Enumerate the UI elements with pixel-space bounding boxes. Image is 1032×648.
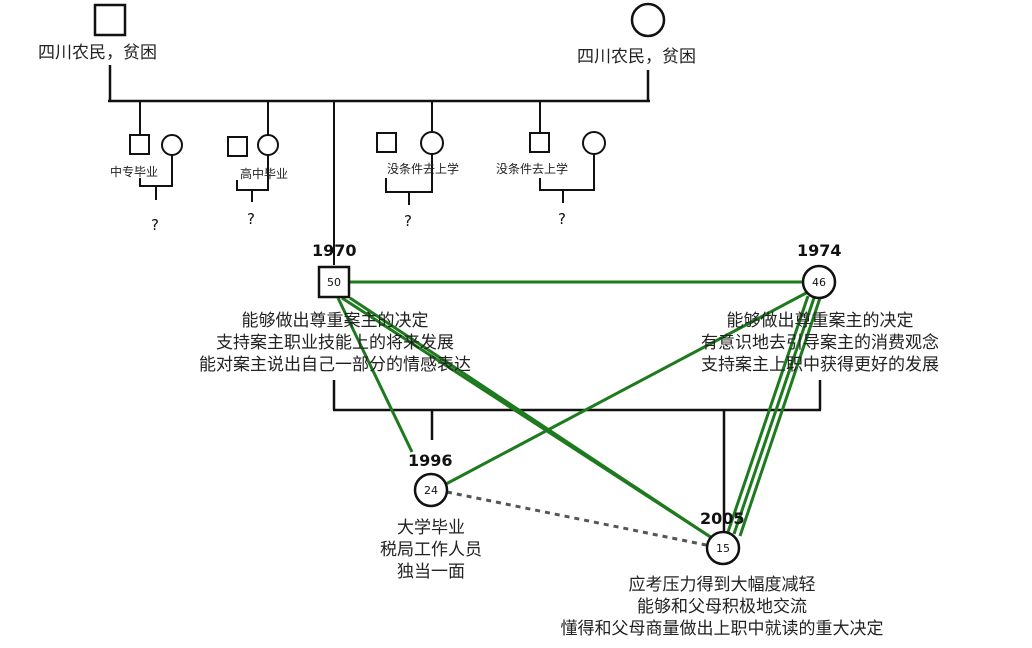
father-note-1: 能够做出尊重案主的决定 (241, 311, 429, 331)
child2-note-1: 应考压力得到大幅度减轻 (628, 575, 816, 595)
sibling3-square (376, 132, 397, 153)
child1-birth-year: 1996 (408, 451, 453, 470)
child2-note-2: 能够和父母积极地交流 (637, 597, 807, 617)
sibling4-spouse-circle (582, 131, 606, 155)
rel-mother-child2-b (732, 297, 816, 535)
grandmother-circle (630, 2, 666, 38)
mother-note-2: 有意识地去引导案主的消费观念 (701, 333, 939, 353)
mother-circle (801, 264, 837, 300)
rel-child1-child2-distant (446, 490, 707, 547)
child2-circle (705, 530, 741, 566)
child1-circle (413, 472, 449, 508)
child2-note-3: 懂得和父母商量做出上职中就读的重大决定 (560, 619, 884, 639)
sibling1-spouse-circle (161, 134, 183, 156)
sibling4-label: 没条件去上学 (496, 162, 569, 176)
sibling3-child-unknown: ? (404, 212, 412, 230)
child2-age: 15 (716, 542, 730, 555)
grandmother-label: 四川农民，贫困 (577, 47, 696, 67)
mother-age: 46 (812, 276, 826, 289)
rel-mother-child2-a (726, 295, 810, 533)
sibling1-child-unknown: ? (151, 216, 159, 234)
rel-father-child2-b (349, 296, 713, 540)
mother-note-1: 能够做出尊重案主的决定 (726, 311, 914, 331)
rel-mother-child2-c (738, 297, 822, 537)
sibling4-couple-line (539, 154, 595, 191)
father-note-2: 支持案主职业技能上的将来发展 (216, 333, 454, 353)
child1-notes: 大学毕业 税局工作人员 独当一面 (380, 517, 482, 583)
sibling3-label: 没条件去上学 (387, 162, 460, 176)
mother-note-3: 支持案主上职中获得更好的发展 (701, 355, 939, 375)
child2-notes: 应考压力得到大幅度减轻 能够和父母积极地交流 懂得和父母商量做出上职中就读的重大… (561, 574, 884, 640)
sibling3-spouse-circle (420, 131, 444, 155)
sibling2-label: 高中毕业 (240, 167, 289, 181)
relationship-lines (336, 280, 822, 540)
sibling2-child-unknown: ? (247, 210, 255, 228)
child1-age: 24 (424, 484, 438, 497)
sibling4-square (529, 132, 550, 153)
father-notes: 能够做出尊重案主的决定 支持案主职业技能上的将来发展 能对案主说出自己一部分的情… (199, 310, 471, 376)
father-birth-year: 1970 (312, 241, 357, 260)
rel-mother-child1 (445, 290, 809, 486)
child1-note-2: 税局工作人员 (380, 540, 482, 560)
child1-note-1: 大学毕业 (397, 518, 465, 538)
grandfather-label: 四川农民，贫困 (38, 43, 157, 63)
sibling2-square (227, 136, 248, 157)
mother-notes: 能够做出尊重案主的决定 有意识地去引导案主的消费观念 支持案主上职中获得更好的发… (701, 310, 939, 376)
sibling1-square (129, 134, 150, 155)
father-square (317, 265, 351, 299)
child1-note-3: 独当一面 (397, 562, 465, 582)
grandfather-square (93, 3, 127, 37)
rel-father-child1 (336, 297, 414, 453)
father-age: 50 (327, 276, 341, 289)
sibling1-label: 中专毕业 (110, 165, 159, 179)
child2-birth-year: 2005 (700, 509, 745, 528)
sibling2-spouse-circle (257, 134, 279, 156)
sibling4-child-unknown: ? (558, 210, 566, 228)
mother-birth-year: 1974 (797, 241, 842, 260)
father-note-3: 能对案主说出自己一部分的情感表达 (199, 355, 471, 375)
